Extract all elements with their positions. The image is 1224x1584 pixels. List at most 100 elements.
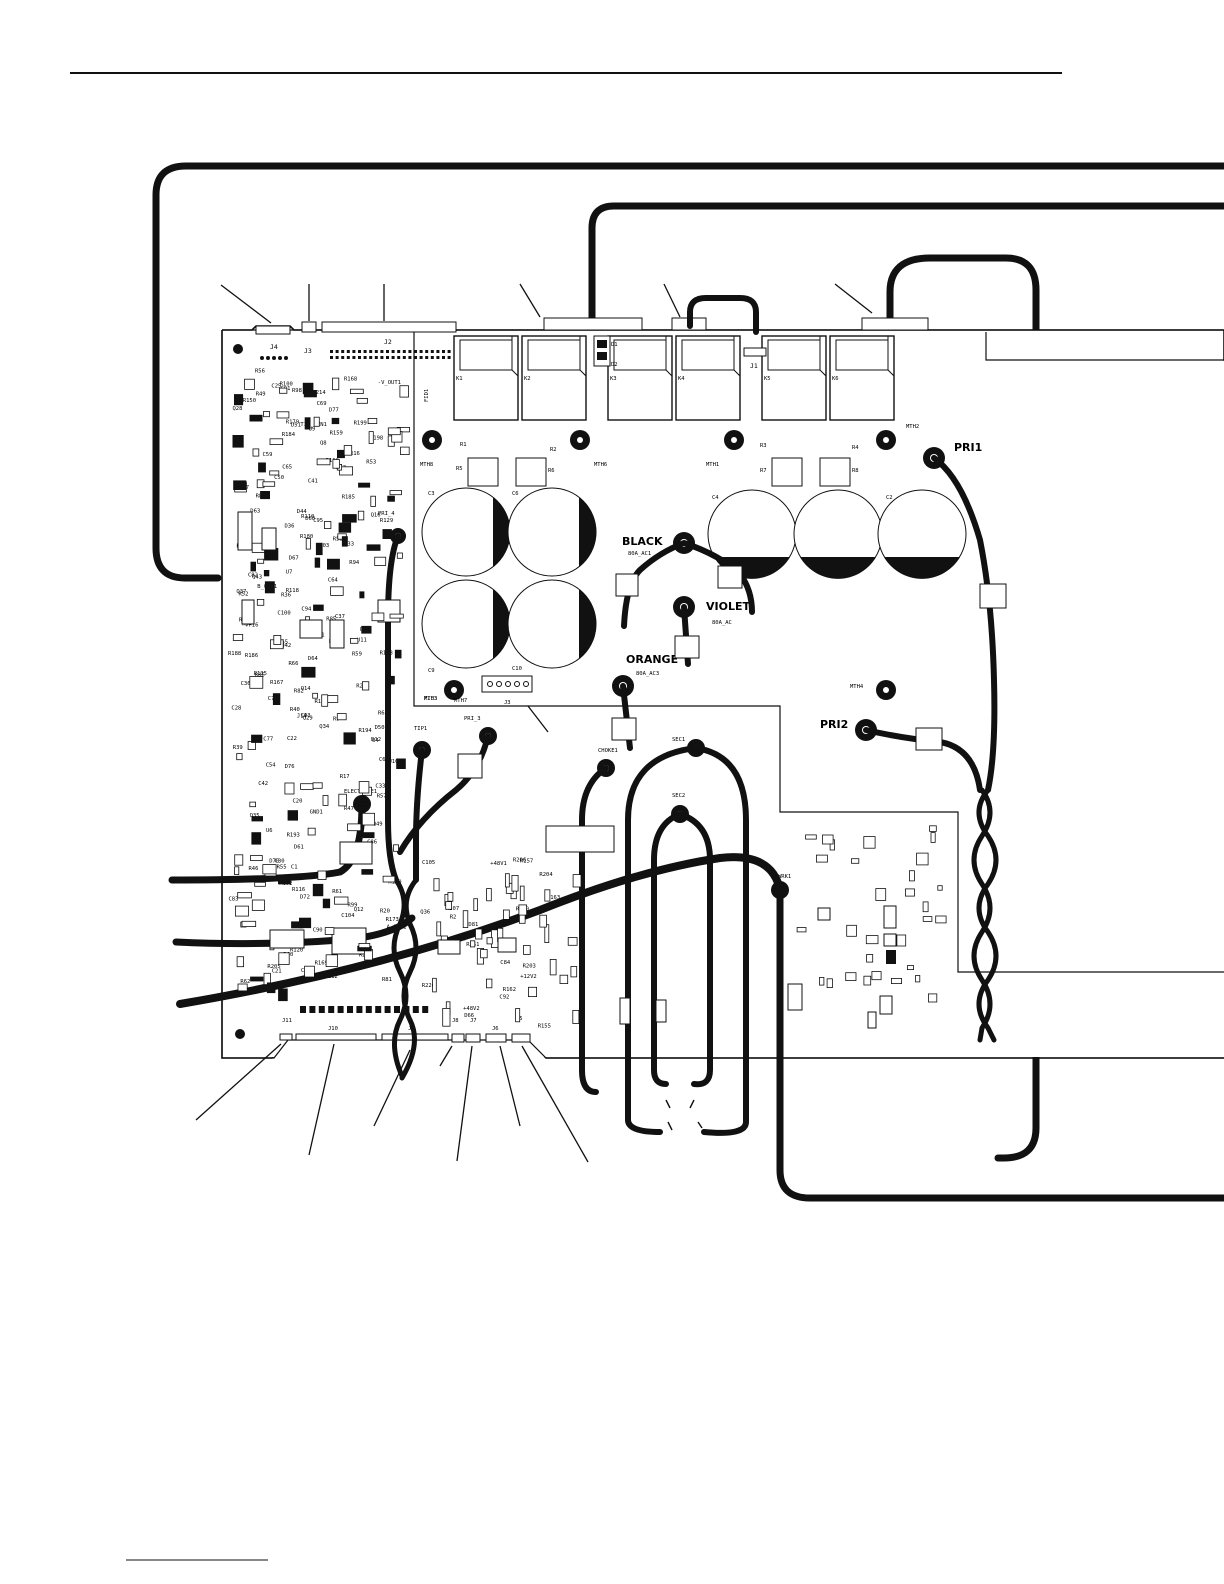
smd-part [234,854,244,866]
relay-label: K2 [524,376,531,382]
smd-part [269,470,280,476]
smd-part [278,988,288,1002]
silk-label: Q49 [373,821,383,827]
silk-label: R47 [344,806,354,812]
j2-pin [369,350,373,353]
smd-part [234,866,240,875]
smd-part [336,449,345,459]
smd-part [305,538,311,550]
j2-pin [414,356,417,359]
smd-part [866,954,874,963]
smd-part [826,978,833,988]
silk-label: R52 [239,591,249,597]
smd-part [264,581,275,594]
label-work1: WRK1 [778,874,791,880]
smd-part [362,832,375,839]
smd-part [315,542,323,556]
smd-part [338,793,347,807]
j2-pin [352,350,356,353]
j2-pin [447,356,451,359]
smd-part [909,870,915,882]
j3-label: J3 [304,347,312,355]
silk-label: R120 [290,947,303,953]
smd-part [312,692,318,699]
j2-pin [386,356,389,359]
label-black: BLACK [622,535,663,548]
label-orange: ORANGE [626,653,678,666]
smd-part [387,427,401,436]
j2-pin [335,356,339,359]
j2-pin [430,350,434,353]
plus48v1-body [886,950,896,964]
silk-label: U6 [266,828,273,834]
label-pri3: PRI_3 [464,716,481,722]
silk-label: R110 [301,514,314,520]
silk-label: D12 [371,737,381,743]
silk-label: C22 [287,736,297,742]
silk-label: R204 [539,872,553,878]
bottom-pad [365,1006,372,1013]
c2-label: C2 [886,495,893,501]
smd-part [236,753,243,761]
silk-label: R103 [316,543,329,549]
left-board-parts [232,377,947,1027]
smd-part [262,481,276,487]
silk-label: R135 [254,671,267,677]
silk-label: GND1 [310,809,323,815]
smd-part [387,495,395,502]
wire-choke1 [579,765,609,1095]
smd-part [249,676,264,689]
silk-label: R99 [348,903,358,909]
silk-label: Q28 [233,406,243,412]
smd-part [916,852,929,866]
smd-part [241,920,257,927]
j2-pin [330,356,333,359]
silk-label: Q14 [301,686,312,692]
smd-part [266,982,276,994]
smd-part [371,612,385,622]
top-connector-k6 [861,317,929,331]
d1-inner [597,340,607,348]
silk-label: C36 [241,681,251,687]
silk-label: R16 [350,451,360,457]
j2-connector [321,321,457,333]
silk-label: R64 [378,710,389,716]
silk-label: R198 [370,435,383,441]
silk-label: U4 [372,738,379,744]
smd-part [263,570,270,577]
j2-pin [436,350,440,353]
j2-label: J2 [384,338,392,346]
r7-label: R7 [760,468,767,474]
smd-part [324,927,335,935]
mth1-label: MTH1 [706,462,719,468]
silk-label: C20 [293,799,303,805]
c105-body [879,995,893,1015]
smd-part [570,966,578,978]
smd-part [349,388,364,395]
silk-label: R9 [333,716,340,722]
j2-pin [442,350,445,353]
j1-connector [743,347,767,357]
smd-part [358,943,371,949]
smd-part [330,586,344,596]
label-sec2: SEC2 [672,793,685,799]
smd-part [442,1008,451,1027]
smd-part [334,896,349,905]
silk-label: R167 [270,680,283,686]
smd-part [277,874,291,885]
smd-part [907,965,915,970]
smd-part [332,459,340,469]
silk-label: C77 [263,736,273,742]
silk-label: R117 [315,699,328,705]
silk-label: D44 [297,509,308,515]
silk-label: D63 [250,509,260,515]
relay-label: K3 [610,376,617,382]
silk-label: R82 [294,688,304,694]
silk-label: C33 [375,784,385,790]
smd-part [805,834,817,840]
smd-part [272,693,281,705]
silk-label: D77 [329,408,339,414]
smd-part [929,825,937,832]
tag-violet [674,635,700,659]
smd-part [313,604,324,611]
